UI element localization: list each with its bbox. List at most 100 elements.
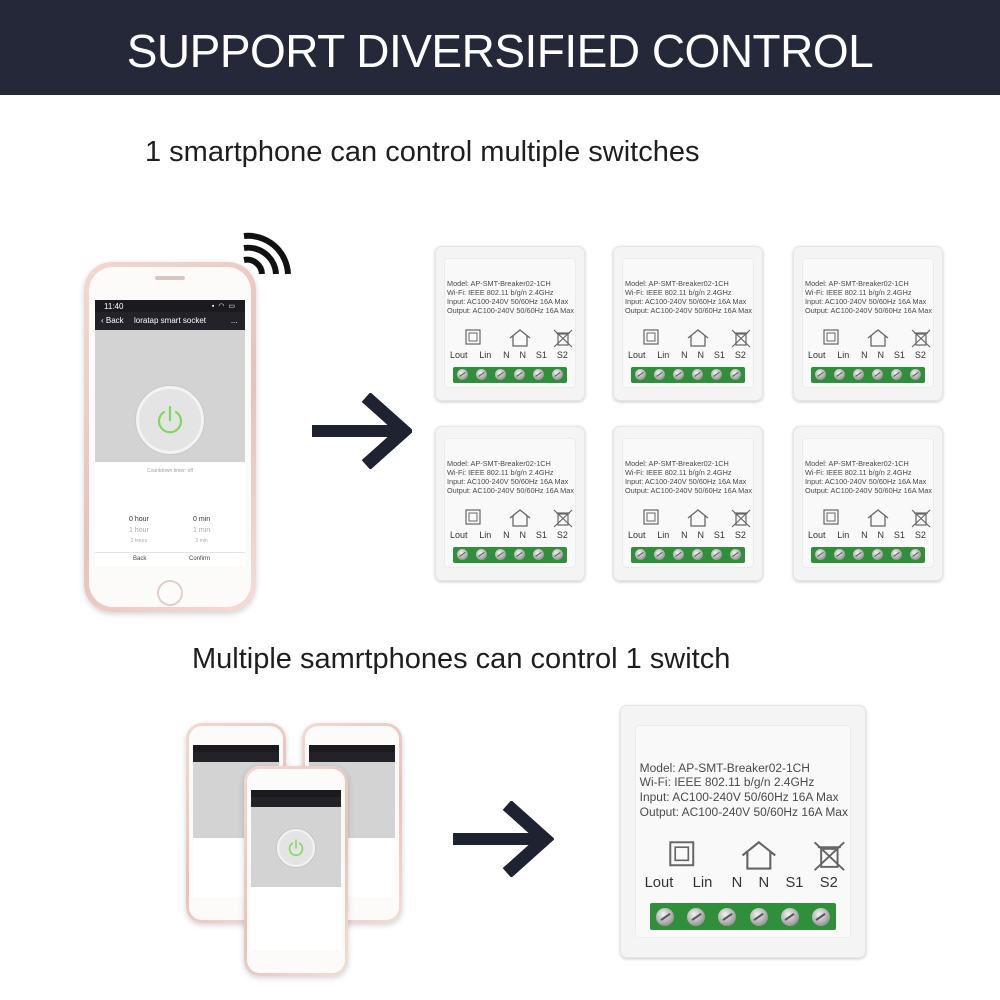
minute-picker[interactable]: 0 min 1 min 2 min xyxy=(193,514,210,547)
spec-wifi: Wi-Fi: IEEE 802.11 b/g/n 2.4GHz xyxy=(447,467,554,477)
terminal-screw xyxy=(635,369,646,381)
terminal-screw xyxy=(872,369,883,381)
status-bar xyxy=(251,790,341,797)
more-menu-icon[interactable]: ... xyxy=(230,316,238,325)
house-icon xyxy=(867,329,888,347)
terminal-screw xyxy=(476,369,487,381)
terminal-screw xyxy=(834,549,845,561)
wifi-signal-icon xyxy=(243,232,291,275)
spec-wifi: Wi-Fi: IEEE 802.11 b/g/n 2.4GHz xyxy=(805,287,912,297)
terminal-block xyxy=(631,366,745,384)
terminal-block xyxy=(453,546,567,564)
terminal-screw xyxy=(811,907,830,926)
certification-icons xyxy=(822,329,930,348)
terminal-label: Lin xyxy=(479,349,492,360)
terminal-label: N xyxy=(697,349,704,360)
terminal-label: N xyxy=(861,529,868,540)
certification-icons xyxy=(464,329,572,348)
terminal-label: Lout xyxy=(808,529,826,540)
terminal-label: S1 xyxy=(535,349,547,360)
control-panel xyxy=(95,330,245,462)
nav-back-link[interactable]: ‹ Back xyxy=(101,316,124,325)
phone-speaker xyxy=(155,276,185,280)
terminal-label: Lin xyxy=(657,529,670,540)
terminal-screw xyxy=(711,549,722,561)
terminal-label: N xyxy=(519,349,526,360)
spec-output: Output: AC100-240V 50/60Hz 16A Max xyxy=(447,305,574,315)
terminal-screw xyxy=(514,549,525,561)
control-panel xyxy=(251,807,341,887)
terminal-label: S1 xyxy=(893,529,905,540)
spec-model: Model: AP-SMT-Breaker02-1CH xyxy=(625,458,729,468)
header-banner: SUPPORT DIVERSIFIED CONTROL xyxy=(0,0,1000,95)
square-icon xyxy=(822,329,839,345)
spec-wifi: Wi-Fi: IEEE 802.11 b/g/n 2.4GHz xyxy=(805,467,912,477)
terminal-block xyxy=(811,366,925,384)
terminal-screw xyxy=(533,549,544,561)
terminal-label: N xyxy=(731,874,743,891)
crossed-bin-icon xyxy=(911,329,930,348)
house-icon xyxy=(867,509,888,527)
terminal-label: Lout xyxy=(644,874,674,891)
terminal-screw xyxy=(711,369,722,381)
terminal-label: N xyxy=(503,529,510,540)
minute-option: 2 min xyxy=(195,538,208,544)
terminal-label: S1 xyxy=(893,349,905,360)
terminal-label: Lin xyxy=(479,529,492,540)
terminal-label: S2 xyxy=(914,529,926,540)
hour-option: 2 hours xyxy=(130,538,148,544)
banner-title: SUPPORT DIVERSIFIED CONTROL xyxy=(126,25,874,77)
spec-model: Model: AP-SMT-Breaker02-1CH xyxy=(805,458,909,468)
dialog-buttons: Back Confirm xyxy=(95,552,245,566)
back-button[interactable]: Back xyxy=(133,556,147,562)
spec-input: Input: AC100-240V 50/60Hz 16A Max xyxy=(625,476,747,486)
power-icon xyxy=(157,405,183,434)
hour-picker[interactable]: 0 hour 1 hour 2 hours xyxy=(129,514,149,547)
spec-model: Model: AP-SMT-Breaker02-1CH xyxy=(805,278,909,288)
terminal-screw xyxy=(780,907,799,926)
spec-output: Output: AC100-240V 50/60Hz 16A Max xyxy=(447,485,574,495)
certification-icons xyxy=(822,509,930,528)
terminal-screw xyxy=(552,369,563,381)
terminal-screw xyxy=(457,369,468,381)
module-face xyxy=(802,438,934,569)
minute-option: 1 min xyxy=(193,527,211,534)
crossed-bin-icon xyxy=(553,329,572,348)
spec-wifi: Wi-Fi: IEEE 802.11 b/g/n 2.4GHz xyxy=(625,287,732,297)
terminal-label: N xyxy=(681,349,688,360)
house-icon xyxy=(687,509,708,527)
hour-option: 0 hour xyxy=(129,516,149,523)
terminal-label: S2 xyxy=(734,529,746,540)
terminal-screw xyxy=(853,369,864,381)
app-navbar xyxy=(251,797,341,807)
module-face xyxy=(622,438,754,569)
confirm-button[interactable]: Confirm xyxy=(189,556,211,562)
app-navbar xyxy=(193,752,279,762)
terminal-label: N xyxy=(519,529,526,540)
terminal-screw xyxy=(552,549,563,561)
terminal-label: S2 xyxy=(914,349,926,360)
power-button[interactable] xyxy=(136,386,204,454)
terminal-screw xyxy=(533,369,544,381)
spec-output: Output: AC100-240V 50/60Hz 16A Max xyxy=(805,305,932,315)
power-button[interactable] xyxy=(277,829,315,867)
terminal-screw xyxy=(654,369,665,381)
status-icons: ▪ ◠ ▭ xyxy=(211,303,236,310)
status-bar xyxy=(193,745,279,752)
terminal-label: Lin xyxy=(657,349,670,360)
terminal-screw xyxy=(872,549,883,561)
house-icon xyxy=(509,509,530,527)
terminal-screw xyxy=(718,907,737,926)
terminal-label: Lout xyxy=(450,349,468,360)
smartphone: 11:40 ▪ ◠ ▭ ‹ Back loratap smart socket … xyxy=(84,262,256,612)
terminal-screw xyxy=(495,549,506,561)
certification-icons xyxy=(464,509,572,528)
